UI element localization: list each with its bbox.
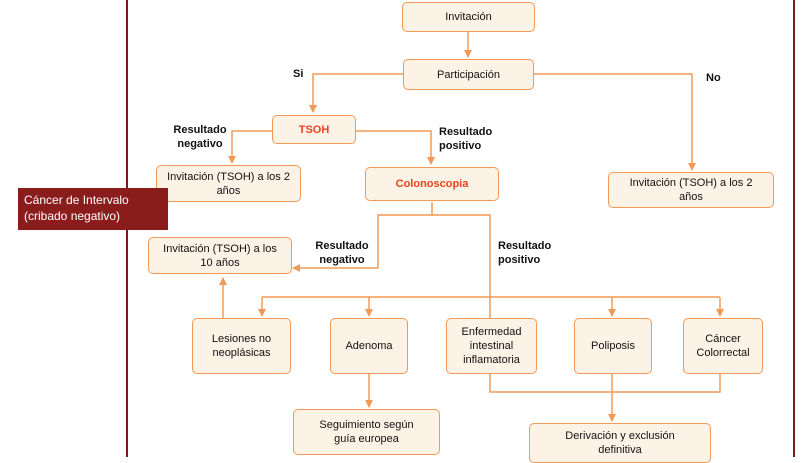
label-text: negativo: [319, 254, 365, 266]
edge-colonoscopia-split: [292, 202, 433, 272]
label-tsoh-resultado-positivo: Resultado positivo: [439, 125, 492, 153]
node-lesiones-no-neoplasicas: Lesiones no neoplásicas: [192, 318, 291, 374]
node-tsoh: TSOH: [272, 115, 356, 144]
node-poliposis: Poliposis: [574, 318, 652, 374]
edge-tsoh-negativo: [228, 130, 273, 164]
node-colonoscopia: Colonoscopia: [365, 167, 499, 201]
node-cancer-colorrectal: Cáncer Colorrectal: [683, 318, 763, 374]
callout-cancer-intervalo: Cáncer de Intervalo (cribado negativo): [18, 188, 168, 230]
label-text: negativo: [177, 138, 223, 150]
node-derivacion: Derivación y exclusión definitiva: [529, 423, 711, 463]
label-no: No: [706, 72, 721, 84]
node-seguimiento: Seguimiento según guía europea: [293, 409, 440, 455]
frame-right-border: [793, 0, 795, 457]
node-participacion: Participación: [403, 59, 534, 90]
label-colonoscopia-resultado-positivo: Resultado positivo: [498, 239, 551, 267]
callout-line-2: (cribado negativo): [24, 209, 121, 223]
node-invitacion: Invitación: [402, 2, 535, 32]
label-tsoh-resultado-negativo: Resultado negativo: [167, 123, 233, 151]
edge-merge-derivacion: [489, 374, 721, 393]
label-text: positivo: [439, 140, 482, 152]
node-enfermedad-intestinal-inflamatoria: Enfermedad intestinal inflamatoria: [446, 318, 537, 374]
callout-line-1: Cáncer de Intervalo: [24, 193, 129, 207]
label-text: positivo: [498, 254, 541, 266]
edge-participacion-no: [533, 73, 696, 171]
label-colonoscopia-resultado-negativo: Resultado negativo: [307, 239, 377, 267]
edge-participacion-tsoh: [309, 73, 403, 113]
label-si: Si: [293, 68, 304, 80]
label-text: Resultado: [439, 126, 493, 138]
label-text: Resultado: [173, 124, 227, 136]
edge-tsoh-positivo: [355, 130, 435, 165]
edge-colonoscopia-positivo: [432, 214, 491, 318]
node-adenoma: Adenoma: [330, 318, 408, 374]
node-invitacion-tsoh-2-anos-right: Invitación (TSOH) a los 2 años: [608, 172, 774, 208]
label-text: Resultado: [498, 240, 552, 252]
node-invitacion-tsoh-10-anos: Invitación (TSOH) a los 10 años: [148, 237, 292, 274]
node-invitacion-tsoh-2-anos-left: Invitación (TSOH) a los 2 años: [156, 165, 301, 202]
label-text: Resultado: [315, 240, 369, 252]
